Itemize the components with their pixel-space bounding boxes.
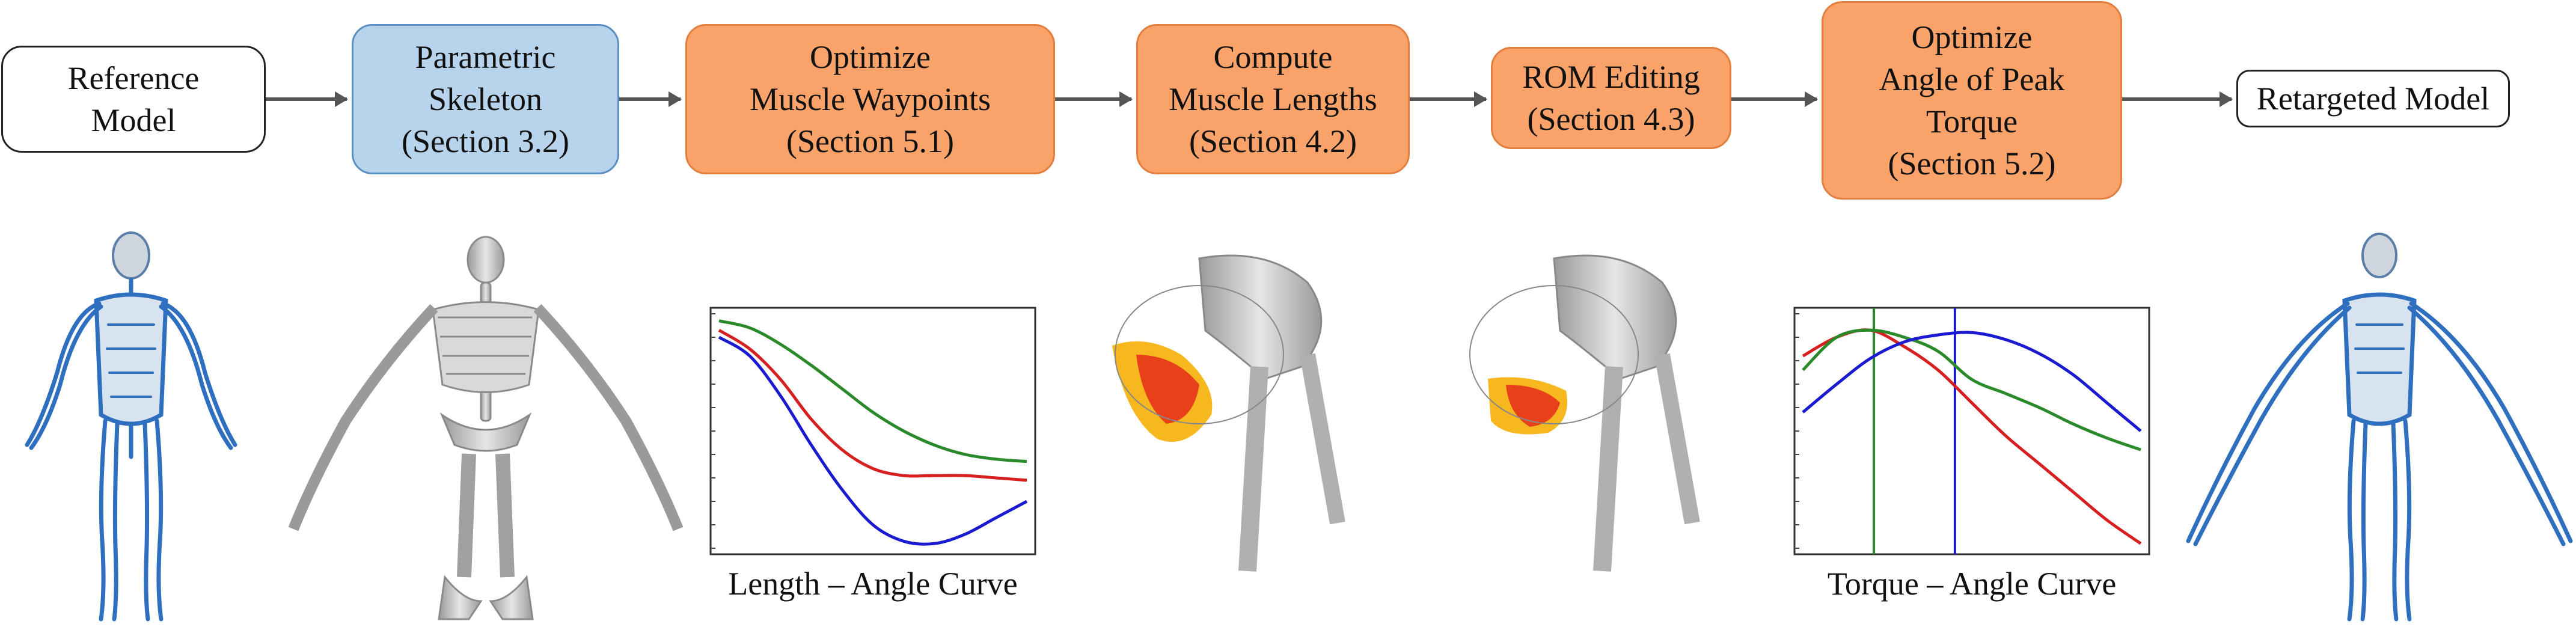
- arrow-6: [2122, 91, 2233, 107]
- reference-body: [25, 231, 237, 622]
- series-line: [1802, 328, 2142, 545]
- series-line: [718, 335, 1028, 546]
- step-label: Parametric Skeleton (Section 3.2): [402, 38, 569, 160]
- arrow-5: [1731, 91, 1818, 107]
- step-label: Optimize Angle of Peak Torque (Section 5…: [1879, 19, 2065, 182]
- length-chart-frame: [709, 307, 1036, 555]
- hip-heatmap-figure-1: [1112, 254, 1345, 572]
- hip-heatmap-figure-2: [1469, 254, 1700, 572]
- step-label: Compute Muscle Lengths (Section 4.2): [1169, 38, 1377, 160]
- step-label: ROM Editing (Section 4.3): [1522, 58, 1700, 137]
- step-label: Optimize Muscle Waypoints (Section 5.1): [749, 38, 991, 160]
- step-optimize-muscle-waypoints: Optimize Muscle Waypoints (Section 5.1): [685, 24, 1055, 174]
- arrow-4: [1410, 91, 1487, 107]
- series-line: [718, 319, 1027, 463]
- step-label: Reference Model: [67, 60, 200, 138]
- step-parametric-skeleton: Parametric Skeleton (Section 3.2): [352, 24, 619, 174]
- parametric-skeleton: [288, 236, 684, 620]
- series-line: [1802, 331, 2142, 432]
- torque-chart-frame: [1793, 307, 2150, 555]
- step-retargeted-model: Retargeted Model: [2236, 70, 2510, 127]
- arrow-1: [266, 91, 348, 107]
- step-optimize-angle-peak-torque: Optimize Angle of Peak Torque (Section 5…: [1822, 1, 2122, 200]
- torque-angle-caption: Torque – Angle Curve: [1827, 566, 2117, 602]
- series-line: [718, 329, 1027, 482]
- retargeted-body: [2186, 233, 2573, 622]
- arrow-3: [1055, 91, 1133, 107]
- step-label: Retargeted Model: [2256, 80, 2490, 117]
- step-compute-muscle-lengths: Compute Muscle Lengths (Section 4.2): [1136, 24, 1410, 174]
- step-rom-editing: ROM Editing (Section 4.3): [1491, 47, 1731, 149]
- arrow-2: [619, 91, 682, 107]
- series-line: [1802, 328, 2141, 451]
- step-reference-model: Reference Model: [1, 46, 266, 153]
- length-angle-caption: Length – Angle Curve: [728, 566, 1018, 602]
